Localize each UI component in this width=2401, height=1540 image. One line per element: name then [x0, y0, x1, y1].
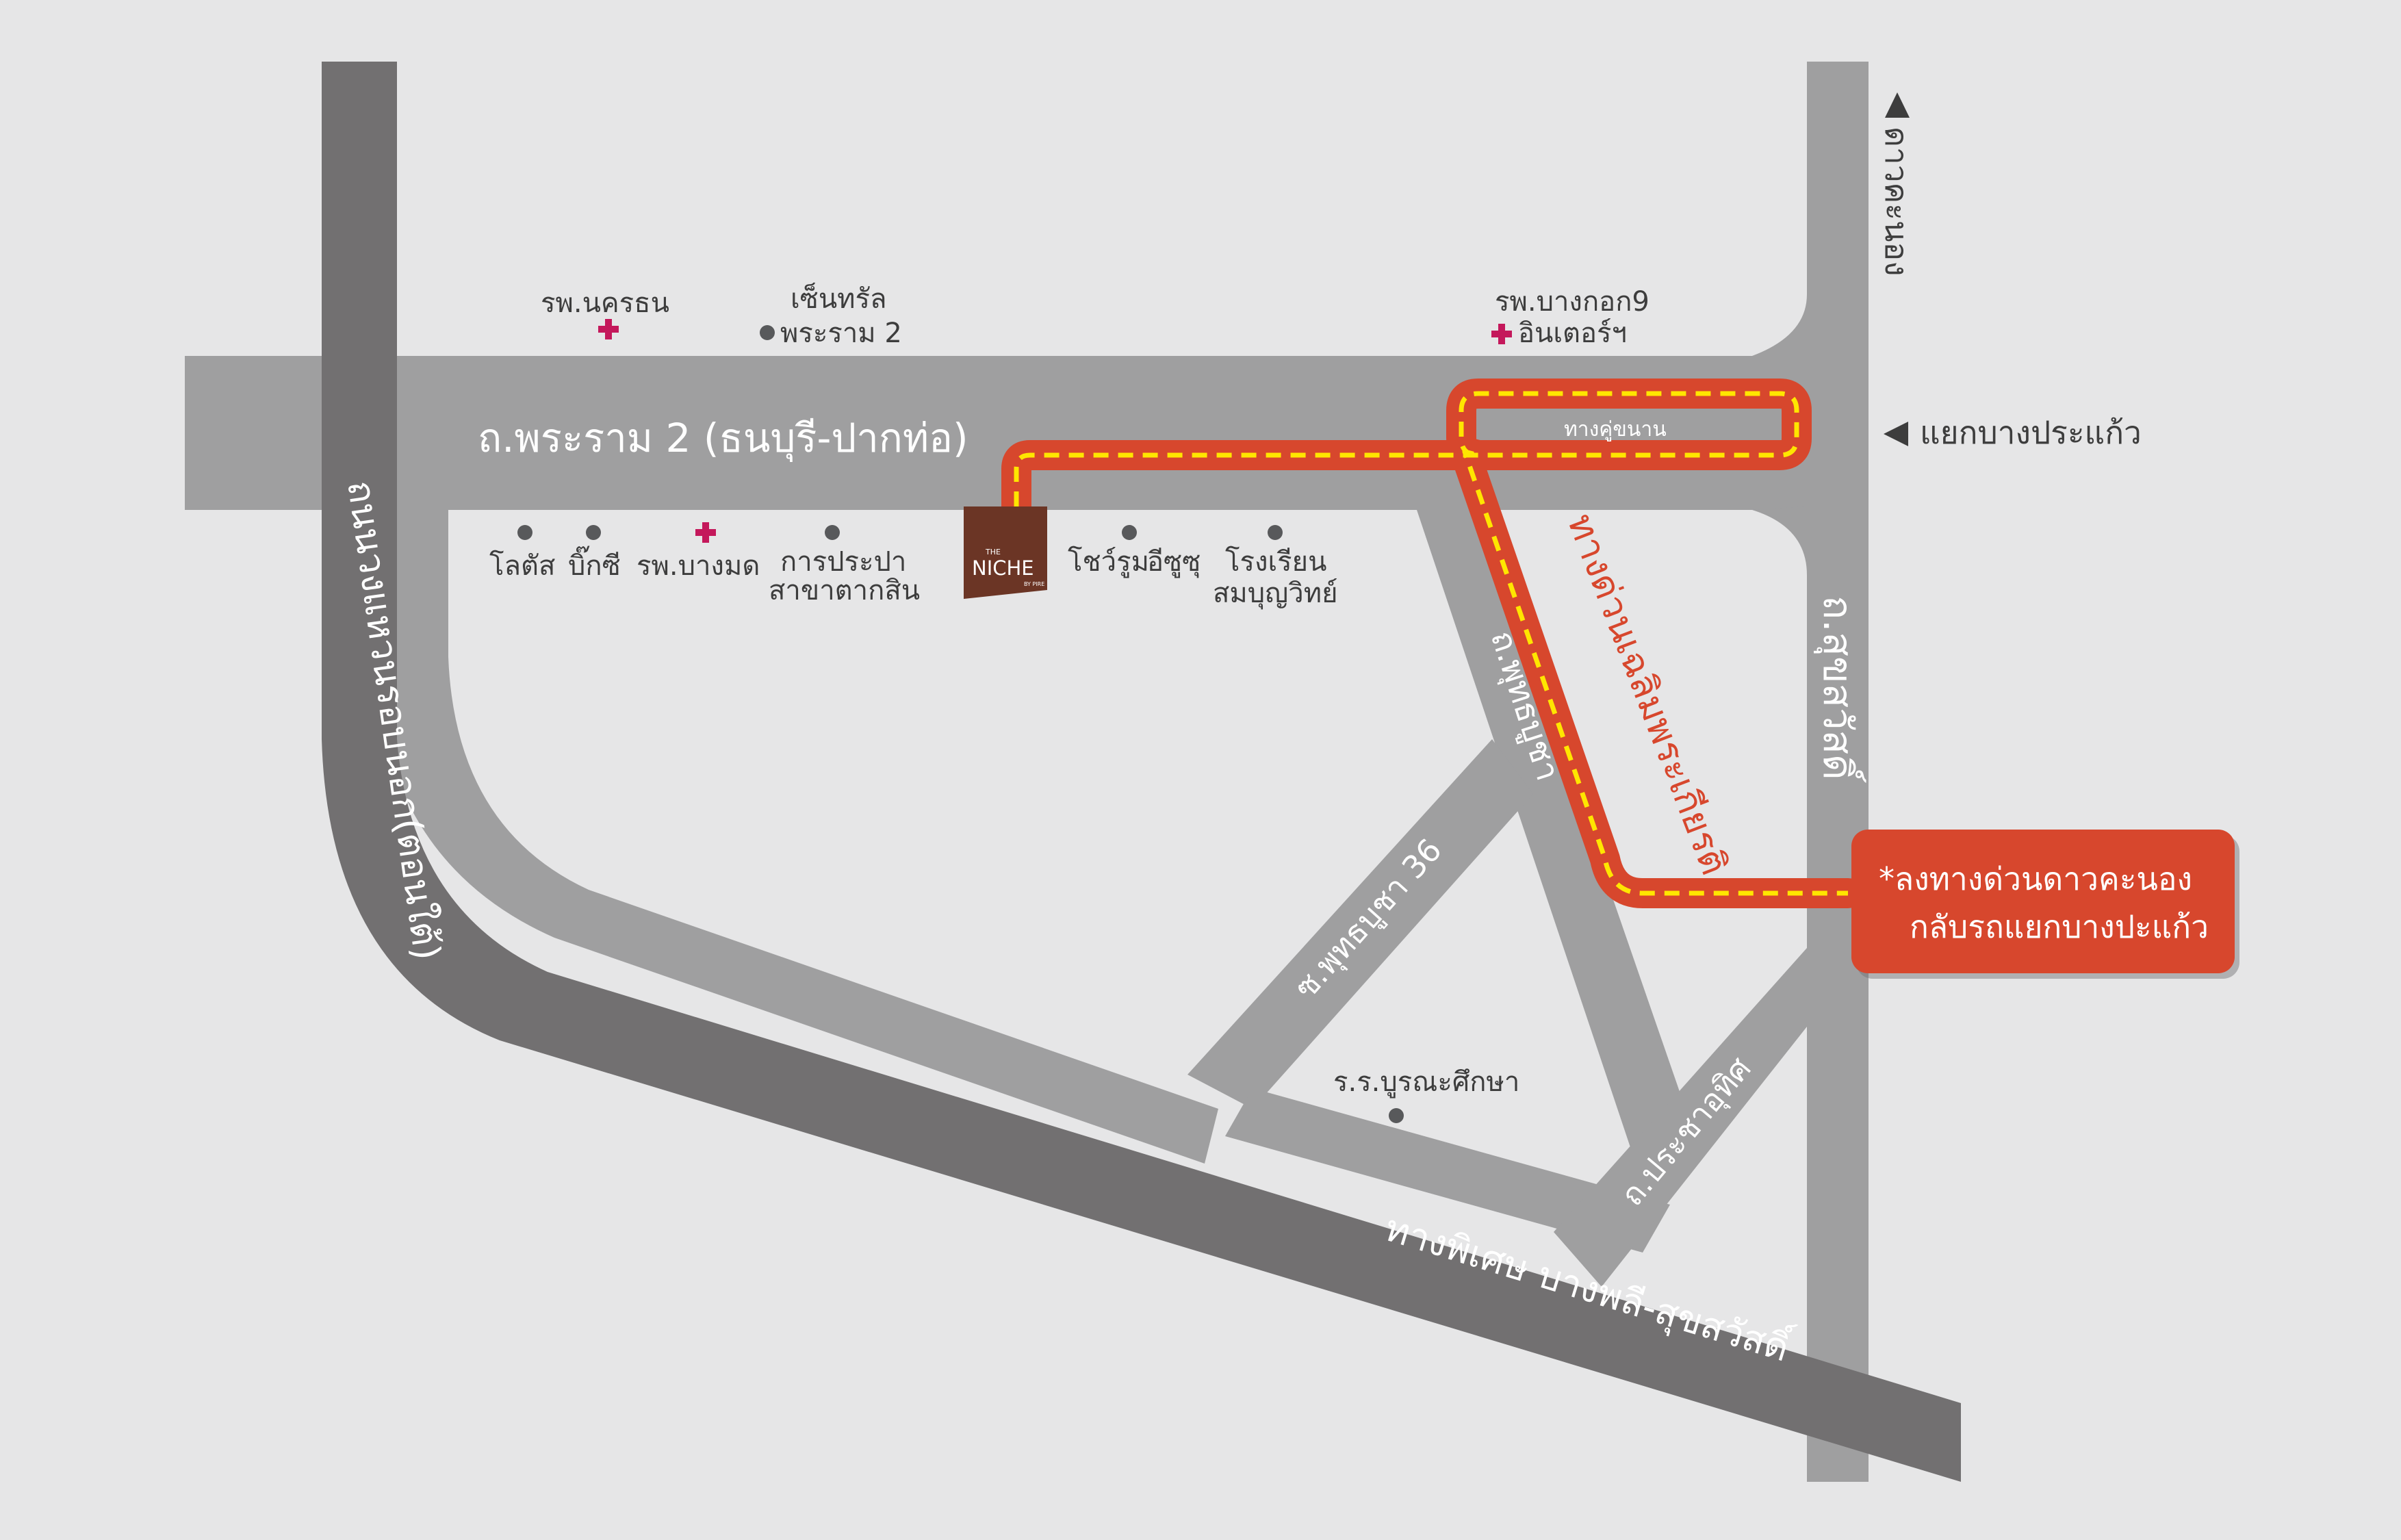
- road-suksawat: [1807, 62, 1869, 1482]
- red-cross-icon: [598, 319, 619, 339]
- label-pwa-1: การประปา: [780, 546, 906, 578]
- label-frontage: ทางคู่ขนาน: [1564, 418, 1667, 441]
- label-bigc: บิ๊กซี: [568, 546, 621, 582]
- major-roads: [322, 62, 1961, 1482]
- logo-niche: NICHE: [972, 556, 1034, 580]
- road-inner-curve: [373, 510, 1218, 1164]
- label-central-2: พระราม 2: [780, 318, 902, 349]
- red-cross-icon: [1491, 324, 1512, 344]
- label-school-1: โรงเรียน: [1225, 546, 1326, 578]
- landmark-labels-top: รพ.นครธน เซ็นทรัล พระราม 2 รพ.บางกอก9 อิ…: [541, 282, 1649, 349]
- dot-icon: [517, 525, 532, 540]
- dot-icon: [1268, 525, 1283, 540]
- label-bkk9-2: อินเตอร์ฯ: [1518, 318, 1627, 349]
- label-showroom: โชว์รูม: [1068, 546, 1149, 578]
- label-central-1: เซ็นทรัล: [791, 282, 887, 315]
- road-connector: [1225, 1088, 1670, 1253]
- road-pracha-uthit: [1554, 948, 1807, 1287]
- dot-icon: [825, 525, 840, 540]
- logo-by: BY PIRE: [1024, 581, 1044, 587]
- triangle-arrow-icon: [1885, 92, 1910, 118]
- label-nakornthon: รพ.นครธน: [541, 287, 669, 319]
- label-bkk9-1: รพ.บางกอก9: [1495, 286, 1649, 318]
- note-box: *ลงทางด่วนดาวคะนอง กลับรถแยกบางปะแก้ว: [1851, 830, 2239, 979]
- triangle-arrow-icon: [1884, 422, 1908, 446]
- landmark-labels-bottom: โลตัส บิ๊กซี รพ.บางมด การประปา สาขาตากสิ…: [489, 546, 1519, 1098]
- note-line1: *ลงทางด่วนดาวคะนอง: [1879, 860, 2192, 897]
- dot-icon: [586, 525, 601, 540]
- label-rama2: ถ.พระราม 2 (ธนบุรี-ปากท่อ): [478, 415, 968, 463]
- road-phutthabucha: [1417, 510, 1697, 1164]
- red-cross-icon: [695, 522, 716, 543]
- label-bangmod: รพ.บางมด: [637, 550, 760, 582]
- label-dao-khanong: ดาวคะนอง: [1878, 127, 1915, 277]
- label-lotus: โลตัส: [489, 550, 555, 582]
- road-outer-ring: [322, 62, 1961, 1482]
- label-school-2: สมบุญวิทย์: [1213, 578, 1338, 610]
- dot-icon: [760, 325, 775, 340]
- road-soi36: [1187, 739, 1533, 1109]
- label-burana: ร.ร.บูรณะศึกษา: [1333, 1066, 1519, 1098]
- poi-markers: [517, 319, 1512, 1123]
- dot-icon: [1389, 1108, 1404, 1123]
- note-line2: กลับรถแยกบางปะแก้ว: [1910, 908, 2209, 945]
- label-bang-pakaew: แยกบางประแก้ว: [1920, 414, 2142, 451]
- road-junction-bottom: [1752, 506, 1807, 575]
- label-suksawat: ถ.สุขสวัสดิ์: [1813, 595, 1866, 783]
- label-pwa-2: สาขาตากสิน: [769, 575, 920, 606]
- logo-the: THE: [985, 548, 1001, 556]
- route-dash: [1014, 391, 1848, 896]
- expressway-route: [1001, 378, 1863, 908]
- road-junction-top: [1752, 294, 1807, 370]
- dot-icon: [1122, 525, 1137, 540]
- label-isuzu: อีซูซุ: [1147, 546, 1200, 578]
- the-niche-logo: THE NICHE BY PIRE: [964, 506, 1047, 599]
